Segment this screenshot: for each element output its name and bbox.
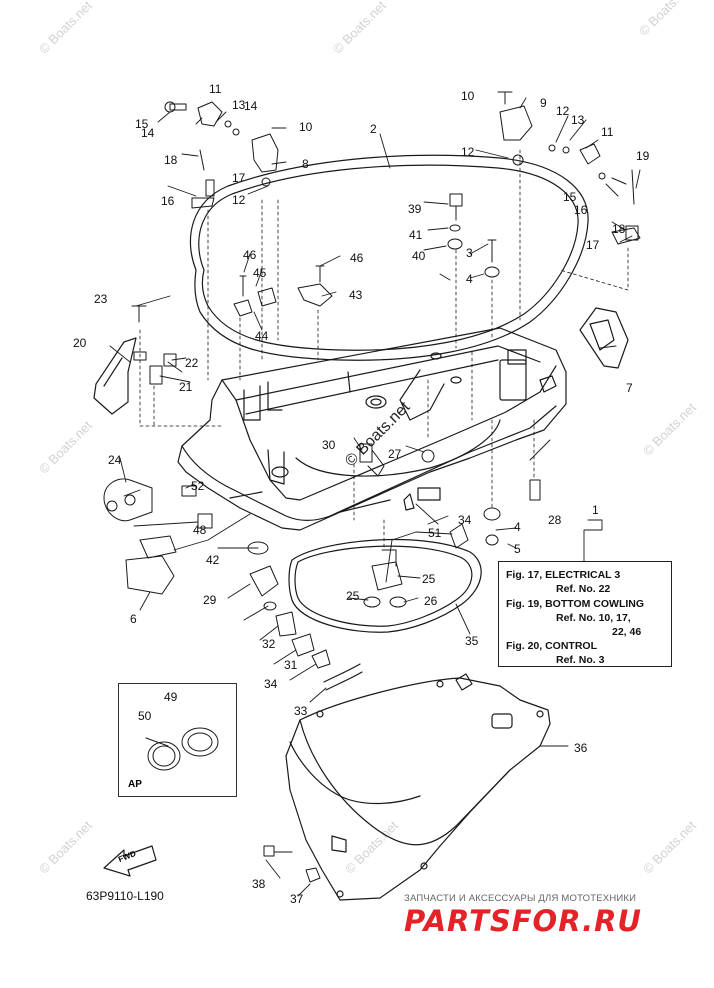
callout-number: 4: [466, 272, 473, 286]
lower-seal: [288, 539, 482, 633]
callout-number: 6: [130, 612, 137, 626]
callout-number: 45: [253, 266, 267, 280]
callout-number: 40: [412, 249, 426, 263]
part-19: [93, 337, 137, 415]
shop-subtitle: ЗАПЧАСТИ И АКСЕССУАРЫ ДЛЯ МОТОТЕХНИКИ: [404, 893, 637, 904]
callout-number: 24: [108, 453, 122, 467]
shop-logo: PARTSFOR.RU: [404, 904, 642, 938]
callout-number: 1: [592, 503, 599, 517]
callout-number: 51: [428, 526, 442, 540]
callout-number: 23: [94, 292, 108, 306]
callout-number: 17: [586, 238, 600, 252]
callout-number: 2: [370, 122, 377, 136]
callout-number: 14: [141, 126, 155, 140]
reference-line: Fig. 20, CONTROL: [506, 640, 598, 652]
part-7: [579, 307, 629, 369]
callout-number: 21: [179, 380, 193, 394]
callout-number: 4: [514, 520, 521, 534]
lower-cowling: [285, 673, 551, 901]
callout-number: 33: [294, 704, 308, 718]
callout-number: 35: [465, 634, 479, 648]
assembly-dashes: [139, 149, 629, 549]
reference-line: Ref. No. 22: [556, 583, 611, 595]
callout-number: 12: [556, 104, 570, 118]
ap-label: AP: [128, 779, 142, 790]
callout-number: 11: [601, 125, 614, 139]
callout-number: 41: [409, 228, 423, 242]
callout-number: 12: [461, 145, 475, 159]
callout-number: 29: [203, 593, 217, 607]
callout-number: 22: [185, 356, 199, 370]
callout-number: 17: [232, 171, 246, 185]
callout-number: 36: [574, 741, 588, 755]
reference-line: Fig. 19, BOTTOM COWLING: [506, 598, 645, 610]
callout-number: 15: [563, 190, 577, 204]
callout-number: 18: [612, 222, 626, 236]
callout-number: 28: [548, 513, 562, 527]
callout-number: 49: [164, 690, 178, 704]
callout-number: 27: [388, 447, 402, 461]
callout-number: 34: [458, 513, 472, 527]
callout-number: 20: [73, 336, 87, 350]
callout-number: 48: [193, 523, 207, 537]
callout-number: 50: [138, 709, 152, 723]
callout-number: 42: [206, 553, 220, 567]
callout-number: 7: [626, 381, 633, 395]
reference-line: Fig. 17, ELECTRICAL 3: [506, 569, 621, 581]
callout-number: 32: [262, 637, 276, 651]
callout-number: 11: [209, 82, 222, 96]
callout-number: 8: [302, 157, 309, 171]
callout-number: 16: [574, 203, 588, 217]
callout-number: 3: [466, 246, 473, 260]
reference-box: [498, 561, 672, 667]
callout-number: 13: [232, 98, 246, 112]
callout-number: 52: [191, 479, 205, 493]
callout-number: 43: [349, 288, 363, 302]
callout-number: 34: [264, 677, 278, 691]
drawing-id: 63P9110-L190: [86, 889, 164, 903]
callout-number: 14: [244, 99, 258, 113]
callout-number: 46: [243, 248, 257, 262]
callout-number: 26: [424, 594, 438, 608]
reference-line: Ref. No. 3: [556, 654, 605, 666]
callout-number: 31: [284, 658, 298, 672]
callout-number: 19: [636, 149, 650, 163]
fwd-arrow: [103, 845, 157, 877]
callout-number: 39: [408, 202, 422, 216]
callout-number: 38: [252, 877, 266, 891]
hose: [323, 663, 361, 683]
callout-number: 5: [514, 542, 521, 556]
callout-number: 18: [164, 153, 178, 167]
callout-number: 10: [299, 120, 313, 134]
callout-number: 46: [350, 251, 364, 265]
callout-number: 16: [161, 194, 175, 208]
callout-number: 30: [322, 438, 336, 452]
hose: [325, 671, 363, 691]
callout-number: 9: [540, 96, 547, 110]
ap-inset-box: [118, 683, 237, 797]
callout-number: 10: [461, 89, 475, 103]
callout-number: 25: [346, 589, 360, 603]
leader-lines: [109, 97, 641, 897]
callout-number: 25: [422, 572, 436, 586]
reference-line: Ref. No. 10, 17,: [556, 612, 631, 624]
reference-line: 22, 46: [612, 626, 642, 638]
callout-number: 44: [255, 329, 269, 343]
callout-number: 37: [290, 892, 304, 906]
callout-number: 12: [232, 193, 246, 207]
callout-number: 13: [571, 113, 585, 127]
callout-number: 15: [135, 117, 149, 131]
seal-gasket: [189, 154, 589, 361]
bottom-cowling: [177, 327, 567, 531]
